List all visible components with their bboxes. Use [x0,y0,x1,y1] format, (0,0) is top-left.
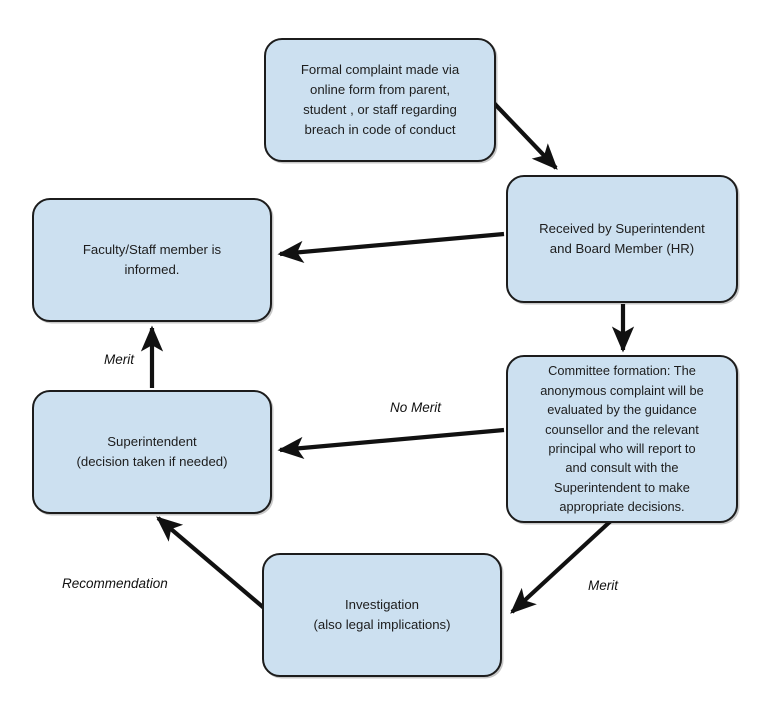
edge-received-to-faculty [277,231,505,263]
edge-complaint-to-received [490,99,558,170]
edge-label-recommendation: Recommendation [62,576,168,591]
edge-label-merit-to-faculty: Merit [104,352,134,367]
edge-label-merit-to-investigation: Merit [588,578,618,593]
node-superintendent-decision[interactable]: Superintendent (decision taken if needed… [32,390,272,514]
node-committee-formation[interactable]: Committee formation: The anonymous compl… [506,355,738,523]
node-investigation-label: Investigation (also legal implications) [313,596,451,632]
node-formal-complaint-label: Formal complaint made via online form fr… [300,61,460,138]
edge-investigation-to-superintendent [156,516,266,610]
node-superintendent-decision-label: Superintendent (decision taken if needed… [76,433,228,469]
node-committee-formation-label: Committee formation: The anonymous compl… [540,363,704,515]
node-received-by-superintendent[interactable]: Received by Superintendent and Board Mem… [506,175,738,303]
edge-committee-to-investigation [510,516,616,614]
node-faculty-staff-informed[interactable]: Faculty/Staff member is informed. [32,198,272,322]
node-faculty-staff-informed-label: Faculty/Staff member is informed. [82,241,222,277]
node-investigation[interactable]: Investigation (also legal implications) [262,553,502,677]
edge-committee-to-superintendent [277,427,505,459]
node-formal-complaint[interactable]: Formal complaint made via online form fr… [264,38,496,162]
node-received-by-superintendent-label: Received by Superintendent and Board Mem… [539,220,705,256]
edge-label-no-merit: No Merit [390,400,442,415]
